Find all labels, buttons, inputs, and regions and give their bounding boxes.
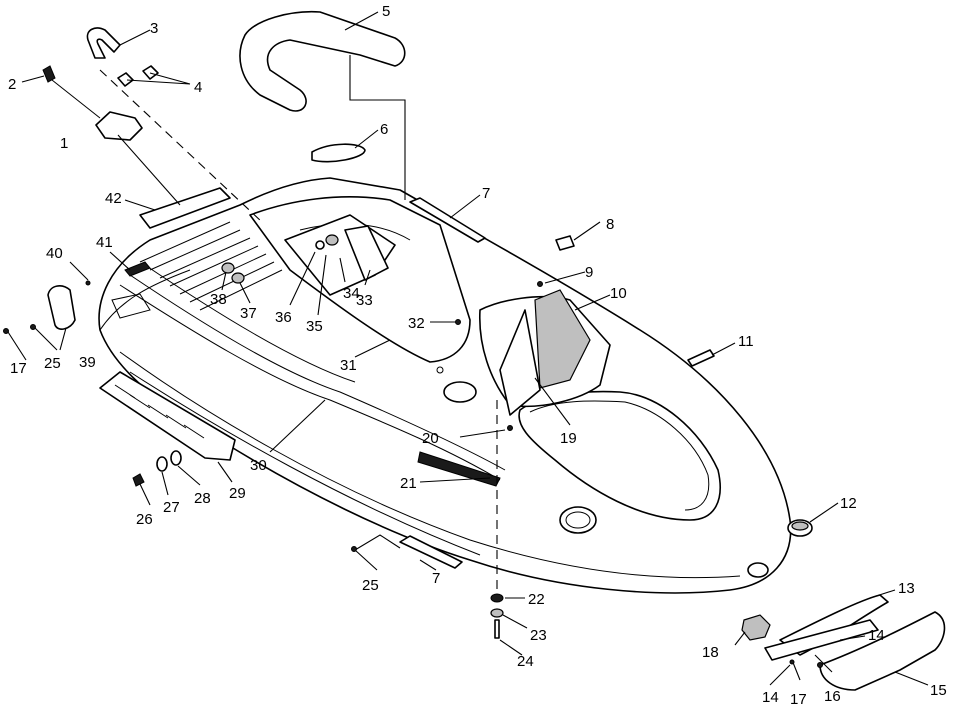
trim-strip-42 bbox=[139, 187, 231, 229]
callout-13: 13 bbox=[898, 580, 915, 597]
callout-40: 40 bbox=[46, 245, 63, 262]
callout-34: 34 bbox=[343, 285, 360, 302]
callout-36: 36 bbox=[275, 309, 292, 326]
clamp-39 bbox=[47, 285, 76, 330]
callout-30: 30 bbox=[250, 457, 267, 474]
callout-21: 21 bbox=[400, 475, 417, 492]
small-screws bbox=[3, 280, 823, 668]
rail-7-lower bbox=[399, 535, 463, 569]
grab-handle bbox=[239, 10, 406, 112]
callout-10: 10 bbox=[610, 285, 627, 302]
washer-4a bbox=[117, 72, 134, 87]
callout-16: 16 bbox=[824, 688, 841, 705]
hull-body bbox=[98, 177, 792, 594]
callout-31: 31 bbox=[340, 357, 357, 374]
sponson bbox=[99, 371, 236, 461]
drain-plug-12 bbox=[787, 519, 813, 537]
washer-4b bbox=[142, 65, 159, 80]
callout-4: 4 bbox=[194, 79, 202, 96]
callout-32: 32 bbox=[408, 315, 425, 332]
rail-7-upper bbox=[409, 197, 486, 243]
callout-8: 8 bbox=[606, 216, 614, 233]
callout-19: 19 bbox=[560, 430, 577, 447]
callout-5: 5 bbox=[382, 3, 390, 20]
callout-12: 12 bbox=[840, 495, 857, 512]
callout-3: 3 bbox=[150, 20, 158, 37]
callout-2: 2 bbox=[8, 76, 16, 93]
seat-pad bbox=[311, 143, 366, 163]
leader-lines bbox=[7, 11, 929, 686]
callout-39: 39 bbox=[79, 354, 96, 371]
callout-22: 22 bbox=[528, 591, 545, 608]
callout-7-upper: 7 bbox=[482, 185, 490, 202]
callout-15: 15 bbox=[930, 682, 947, 699]
foot-grip-pad bbox=[124, 221, 283, 311]
bolt-2 bbox=[42, 65, 101, 119]
callout-28: 28 bbox=[194, 490, 211, 507]
hardware-33-36 bbox=[315, 225, 389, 281]
callout-35: 35 bbox=[306, 318, 323, 335]
callout-38: 38 bbox=[210, 291, 227, 308]
callout-18: 18 bbox=[702, 644, 719, 661]
decal-strip-14 bbox=[764, 619, 879, 661]
nut-18 bbox=[741, 614, 771, 641]
callout-11: 11 bbox=[738, 333, 754, 350]
callout-numbers: 1 2 3 4 5 6 7 7 8 9 10 11 12 13 14 14 15… bbox=[8, 3, 947, 707]
callout-17-bottom: 17 bbox=[790, 691, 807, 707]
callout-17-left: 17 bbox=[10, 360, 27, 377]
callout-29: 29 bbox=[229, 485, 246, 502]
callout-1: 1 bbox=[60, 135, 68, 152]
callout-23: 23 bbox=[530, 627, 547, 644]
callout-14-left: 14 bbox=[762, 689, 779, 706]
callout-33: 33 bbox=[356, 292, 373, 309]
callout-20: 20 bbox=[422, 430, 439, 447]
callout-14-right: 14 bbox=[868, 627, 885, 644]
callout-6: 6 bbox=[380, 121, 388, 138]
callout-25-lower: 25 bbox=[362, 577, 379, 594]
pin-11 bbox=[687, 349, 715, 367]
callout-9: 9 bbox=[585, 264, 593, 281]
callout-27: 27 bbox=[163, 499, 180, 516]
hardware-26-28 bbox=[132, 450, 182, 487]
hardware-37-38 bbox=[221, 262, 245, 284]
bumper-15 bbox=[819, 611, 946, 691]
callout-42: 42 bbox=[105, 190, 122, 207]
callout-26: 26 bbox=[136, 511, 153, 528]
callout-24: 24 bbox=[517, 653, 534, 670]
callout-25-left: 25 bbox=[44, 355, 61, 372]
tow-hook bbox=[86, 27, 121, 59]
callout-41: 41 bbox=[96, 234, 113, 251]
callout-37: 37 bbox=[240, 305, 257, 322]
bracket-8 bbox=[555, 235, 575, 251]
callout-7-lower: 7 bbox=[432, 570, 440, 587]
hardware-22-24 bbox=[490, 593, 504, 639]
latch-1 bbox=[95, 111, 143, 141]
